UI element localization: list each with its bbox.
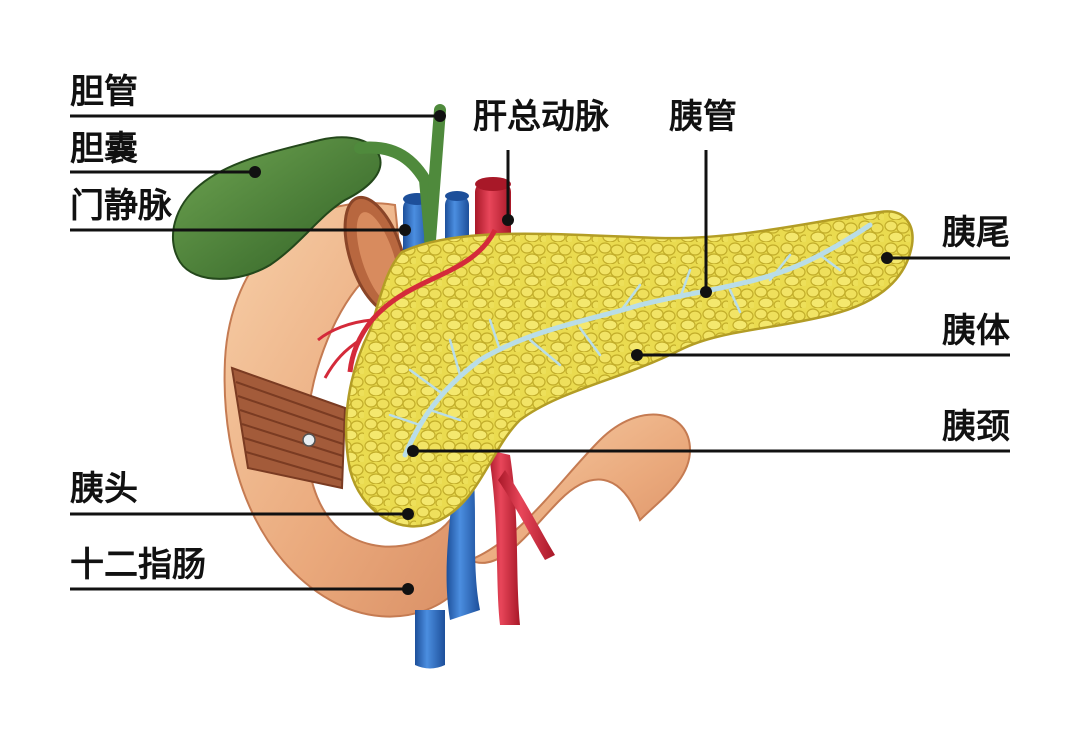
- label-gallbladder: 胆囊: [70, 129, 138, 169]
- label-bile-duct: 胆管: [70, 72, 138, 112]
- bile-duct: [424, 104, 446, 246]
- label-pancreas-head: 胰头: [70, 469, 138, 509]
- label-pancreas-neck: 胰颈: [942, 407, 1010, 447]
- label-duodenum: 十二指肠: [70, 545, 206, 585]
- label-pancreas-tail: 胰尾: [942, 213, 1010, 253]
- label-portal-vein: 门静脉: [70, 186, 173, 226]
- label-hepatic-artery: 肝总动脉: [473, 97, 610, 137]
- pancreas: [317, 210, 914, 528]
- leader-lines: [70, 110, 1010, 595]
- label-pancreas-body: 胰体: [942, 311, 1010, 351]
- label-pancreatic-duct: 胰管: [669, 97, 737, 137]
- pancreatic-duct: [402, 222, 873, 458]
